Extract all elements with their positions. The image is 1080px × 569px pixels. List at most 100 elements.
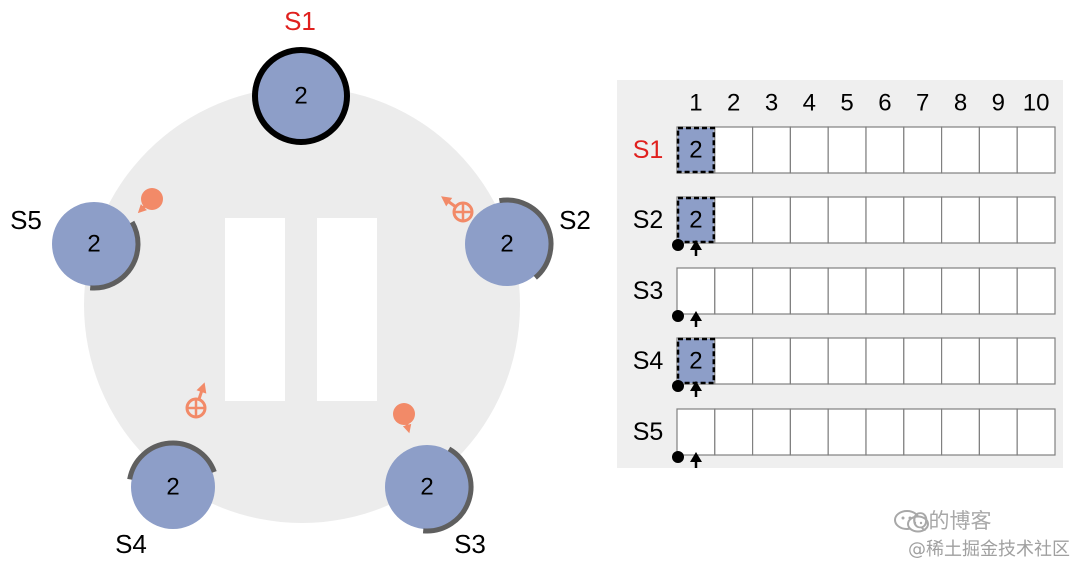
election-timeout-arc [422,446,474,534]
log-cell [903,408,943,456]
election-timeout-arc [89,220,141,291]
message-arrowhead [137,204,147,214]
log-column-header: 3 [765,90,778,117]
log-row-label: S5 [633,418,664,446]
log-row-s3: S3 [633,267,1056,327]
match-index-marker [672,451,684,463]
log-cell [789,267,829,315]
log-cell [978,267,1018,315]
log-cell [978,196,1018,244]
message-s4-request [185,382,207,419]
log-entry-term: 2 [689,207,702,234]
server-label: S3 [454,529,486,559]
log-entry: 2 [676,196,716,244]
log-cell [676,267,716,315]
log-cell [865,408,905,456]
log-row-s2: S2 2 [633,196,1056,256]
server-label: S5 [10,205,42,235]
watermark-blog-name: Q的博客 [912,509,992,533]
server-s2: 2 S2 [465,197,591,286]
log-cell [827,126,867,174]
log-column-header: 8 [954,90,967,117]
log-cell [827,408,867,456]
pause-bar-left [225,218,285,401]
log-cell [827,196,867,244]
server-node [131,445,215,529]
log-column-header: 2 [727,90,740,117]
log-row-label: S2 [633,206,664,234]
pause-bar-right [317,218,377,401]
log-row-label: S1 [633,136,664,164]
message-s5-reply [137,188,163,214]
message-arrowhead [196,382,207,394]
message-arrowhead [441,196,453,207]
log-cell [714,337,754,385]
reply-message-icon [141,188,163,210]
log-cell [940,337,980,385]
log-entry: 2 [676,337,716,385]
pause-icon [225,218,377,401]
log-cell [714,267,754,315]
log-cell [978,408,1018,456]
log-row-s5: S5 [633,408,1056,468]
message-s3-reply [393,403,415,434]
server-s1: 2 S1 [252,6,350,145]
server-term: 2 [87,231,100,258]
messages-layer [137,188,474,434]
log-entry-term: 2 [689,348,702,375]
log-cell [714,126,754,174]
match-index-marker [672,310,684,322]
log-cell [903,196,943,244]
watermark-community: @稀土掘金技术社区 [908,539,1070,560]
log-cell [789,126,829,174]
log-column-header: 1 [689,90,702,117]
log-cell [751,126,791,174]
server-term: 2 [420,474,433,501]
server-label: S1 [284,6,316,36]
log-cell [978,337,1018,385]
log-cell [676,408,716,456]
log-row-label: S4 [633,347,664,375]
log-column-header: 6 [878,90,891,117]
server-s3: 2S3 [385,445,486,559]
log-cell [940,196,980,244]
log-cell [751,408,791,456]
match-index-marker [672,239,684,251]
log-column-header: 10 [1023,90,1050,117]
log-column-header: 5 [840,90,853,117]
log-column-header: 7 [916,90,929,117]
server-term: 2 [166,474,179,501]
log-cell [714,408,754,456]
server-label: S4 [115,529,147,559]
log-column-header: 9 [992,90,1005,117]
server-node [252,47,350,145]
log-cell [751,337,791,385]
log-cell [1016,126,1056,174]
log-cell [903,337,943,385]
next-index-arrow-icon [690,452,702,462]
log-entry-term: 2 [689,137,702,164]
server-term: 2 [500,231,513,258]
log-cell [1016,196,1056,244]
server-s4: 2S4 [115,440,217,559]
wechat-icon [894,510,929,533]
log-entry-box [676,337,716,385]
server-node [52,202,136,286]
log-cell [827,267,867,315]
server-term: 2 [294,83,307,110]
log-cell [903,126,943,174]
election-timeout-arc [498,197,554,280]
log-cell [940,267,980,315]
log-cell [751,196,791,244]
log-column-header: 4 [803,90,816,117]
next-index-arrow-icon [690,240,702,250]
message-s2-request [441,196,474,223]
server-label: S2 [559,205,591,235]
log-cell [865,196,905,244]
log-cell [1016,408,1056,456]
message-arrowhead [402,423,412,434]
log-row-s4: S4 2 [633,337,1056,397]
